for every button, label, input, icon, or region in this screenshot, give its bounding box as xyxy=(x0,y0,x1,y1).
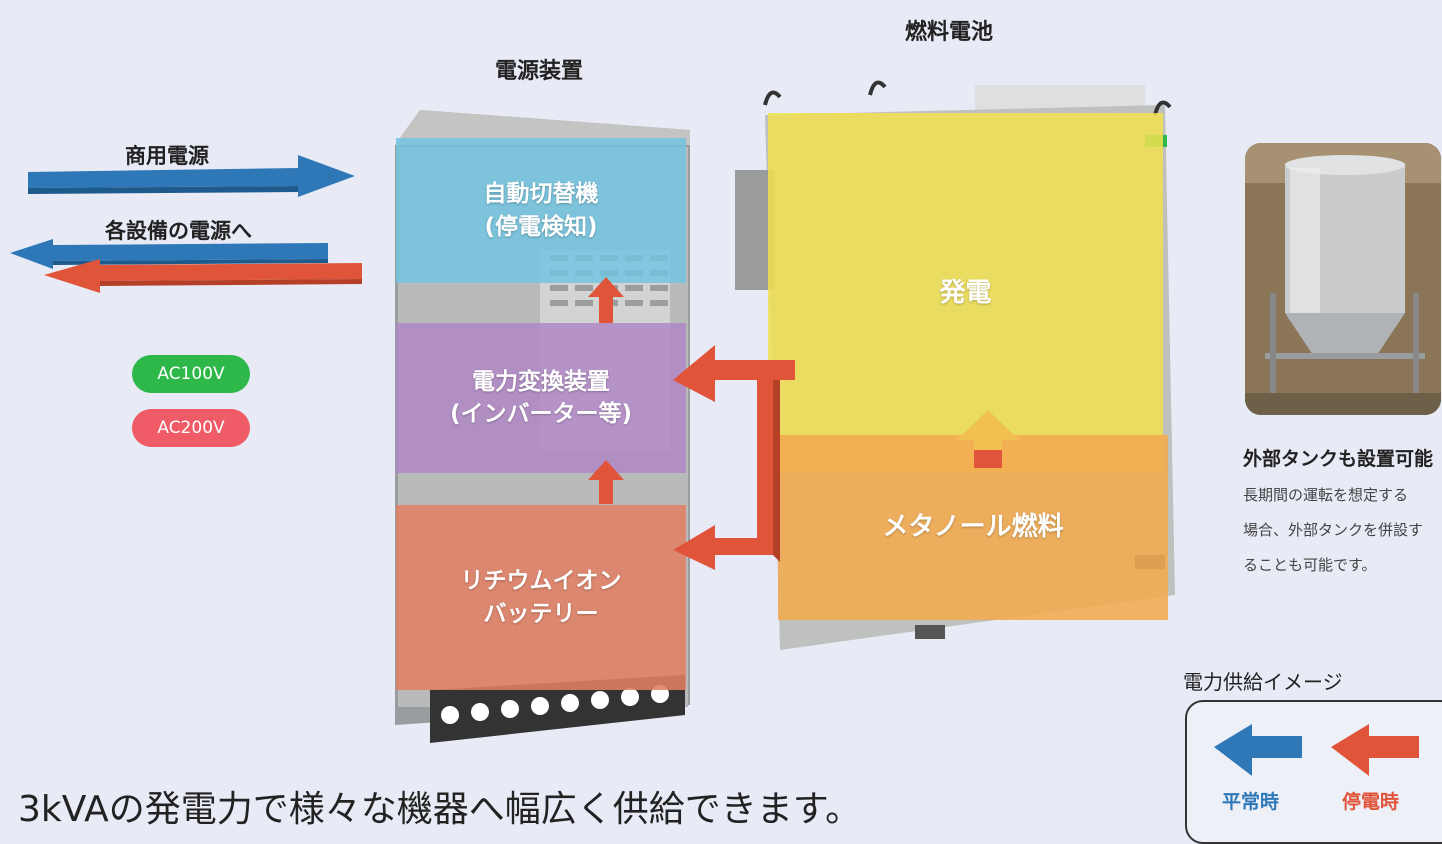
power-unit-cabinet: 自動切替機 (停電検知) 電力変換装置 (インバーター等) リチウムイオンバッテリー xyxy=(390,105,690,745)
up-arrow-icon xyxy=(588,277,624,323)
tank-note-line: 場合、外部タンクを併設す xyxy=(1243,521,1424,539)
normal-label: 平常時 xyxy=(1222,791,1280,813)
normal-arrow-icon xyxy=(1214,724,1302,776)
tank-note-body: 長期間の運転を想定する 場合、外部タンクを併設す ることも可能です。 xyxy=(1243,478,1442,583)
generation-label: 発電 xyxy=(939,277,992,308)
tank-note-title: 外部タンクも設置可能 xyxy=(1243,448,1434,470)
auto-switcher-label: 自動切替機 xyxy=(483,181,599,208)
inverter-block: 電力変換装置 (インバーター等) xyxy=(396,323,686,473)
to-equipment-normal-arrow-icon xyxy=(10,239,328,269)
inverter-label: 電力変換装置 xyxy=(472,368,610,395)
fuel-cell-label: 燃料電池 xyxy=(905,20,994,45)
generation-block: 発電 xyxy=(768,113,1163,473)
power-unit-label: 電源装置 xyxy=(495,59,584,84)
inverter-sub: (インバーター等) xyxy=(449,401,633,427)
battery-block: リチウムイオンバッテリー xyxy=(396,505,686,690)
external-tank-photo xyxy=(1245,143,1441,415)
tank-note-line: 長期間の運転を想定する xyxy=(1243,486,1409,504)
methanol-fuel-block: メタノール燃料 xyxy=(778,435,1168,620)
fuel-cell-unit: 発電 メタノール燃料 xyxy=(735,75,1185,655)
tagline: 3kVAの発電力で様々な機器へ幅広く供給できます。 xyxy=(18,789,862,830)
outage-supply-arrows-icon xyxy=(673,345,795,570)
up-arrow-icon xyxy=(957,410,1019,468)
legend-box: 平常時 停電時 xyxy=(1185,700,1442,844)
outage-arrow-icon xyxy=(1331,724,1419,776)
to-equipment-label: 各設備の電源へ xyxy=(105,219,252,243)
auto-switcher-sub: (停電検知) xyxy=(484,213,598,240)
tank-note-line: ることも可能です。 xyxy=(1243,556,1377,574)
methanol-fuel-label: メタノール燃料 xyxy=(882,512,1064,543)
battery-sub: バッテリー xyxy=(483,600,599,627)
to-equipment-outage-arrow-icon xyxy=(44,259,362,293)
battery-label: リチウムイオン xyxy=(460,568,622,595)
ac100v-badge: AC100V xyxy=(132,355,250,393)
legend-title: 電力供給イメージ xyxy=(1183,670,1343,694)
up-arrow-icon xyxy=(588,460,624,504)
auto-switcher-block: 自動切替機 (停電検知) xyxy=(396,138,686,283)
outage-label: 停電時 xyxy=(1342,791,1400,813)
commercial-power-label: 商用電源 xyxy=(125,144,209,168)
ac200v-badge: AC200V xyxy=(132,409,250,447)
commercial-power-arrow-icon xyxy=(28,155,355,197)
